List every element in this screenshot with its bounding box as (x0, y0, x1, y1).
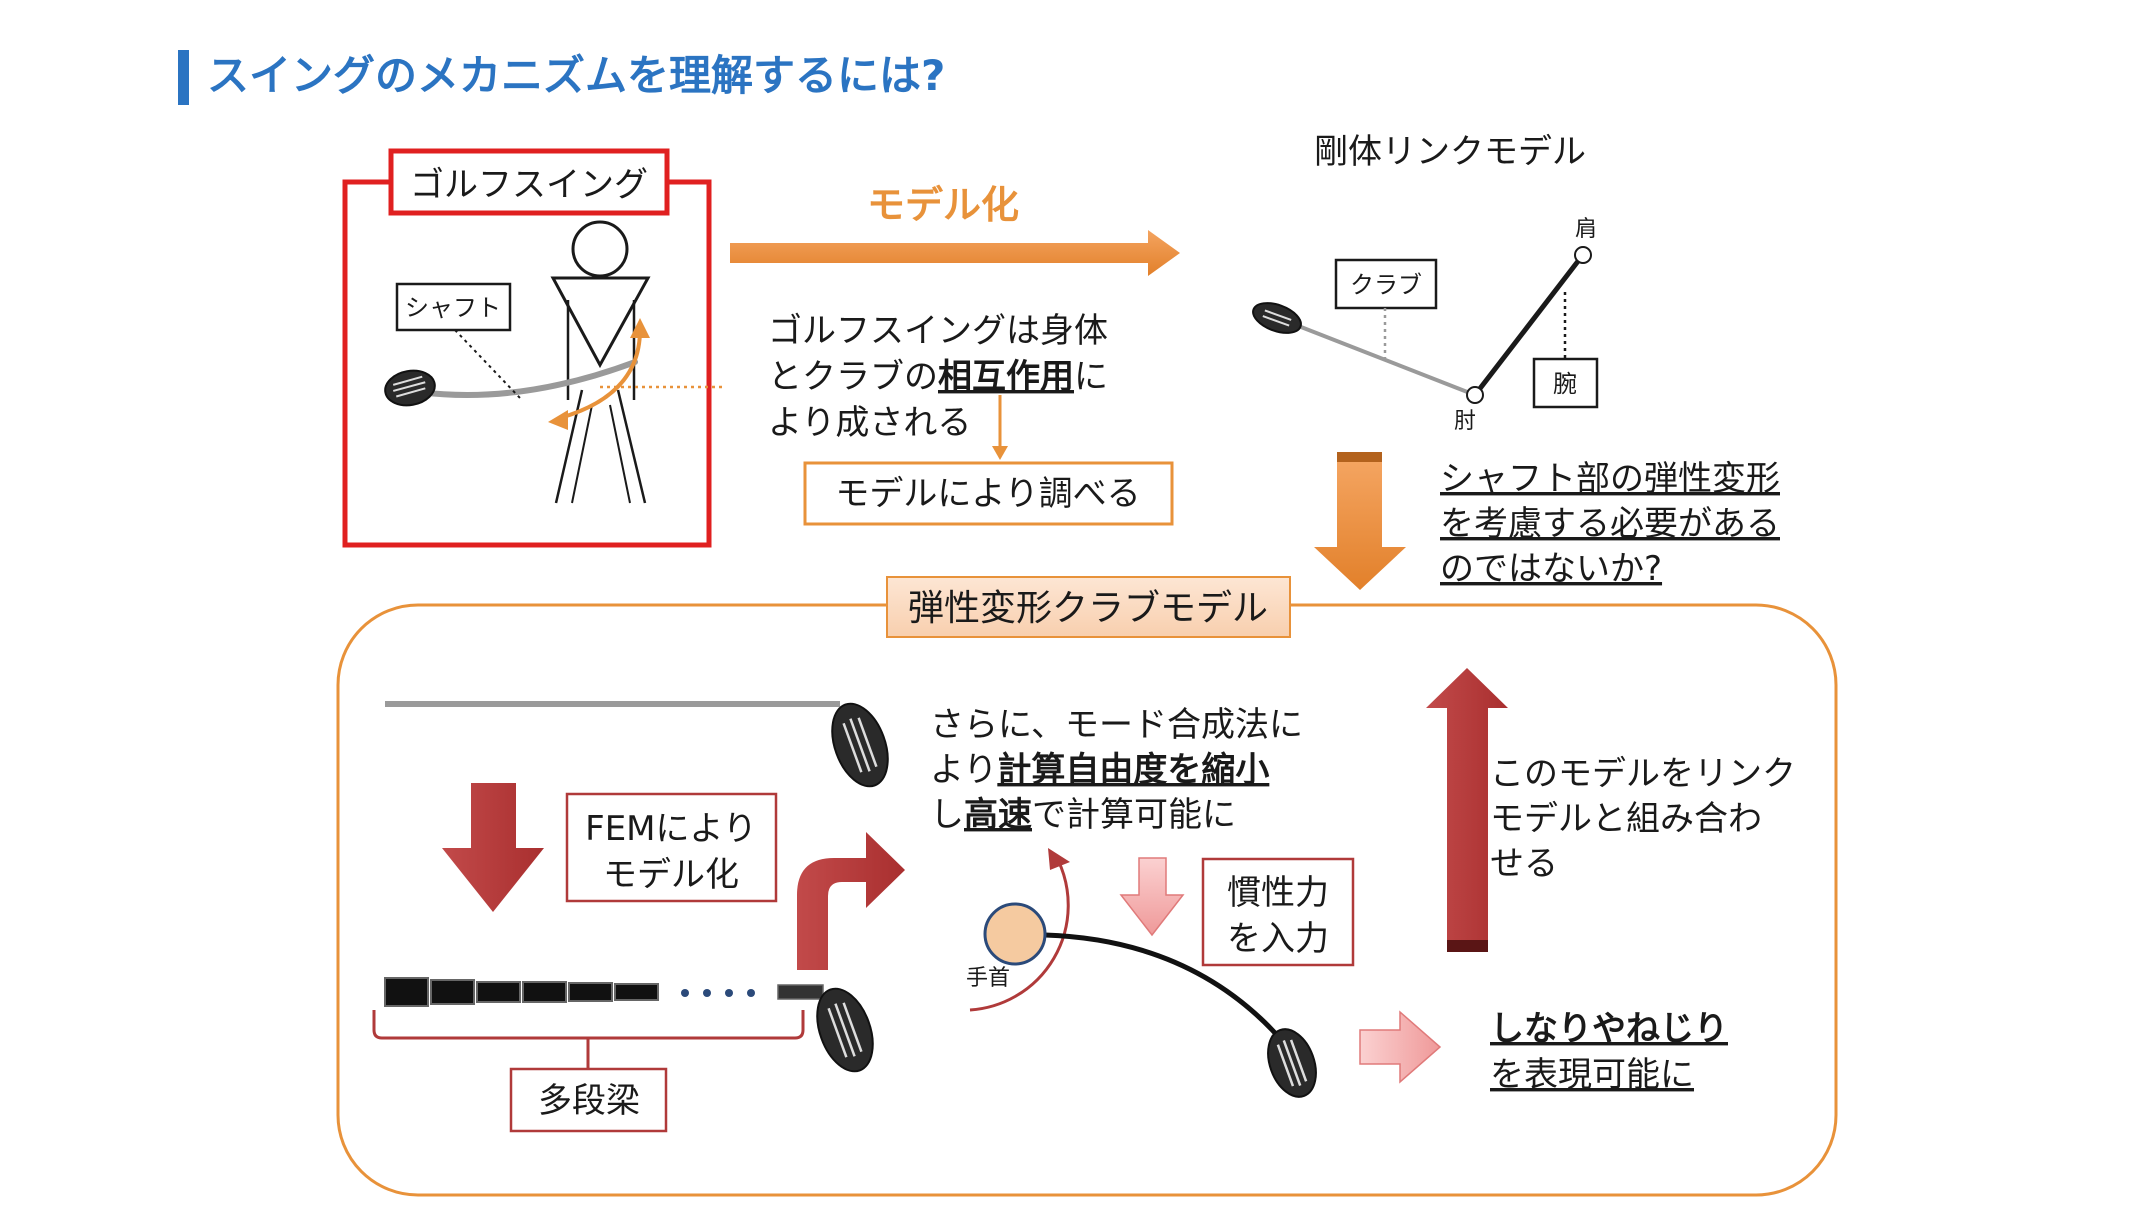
svg-text:し高速で計算可能に: し高速で計算可能に (930, 795, 1236, 835)
golf-swing-label: ゴルフスイング (410, 165, 648, 205)
golf-swing-label-box (388, 148, 670, 216)
svg-text:しなりやねじり: しなりやねじり (1490, 1009, 1728, 1049)
elastic-model-title: 弾性変形クラブモデル (908, 588, 1268, 629)
golfer-head (571, 220, 629, 278)
elbow-label: 肘 (1454, 409, 1476, 434)
inertia-box (1201, 857, 1355, 967)
swing-club-head (1267, 1028, 1317, 1098)
wrist-label: 手首 (966, 966, 1010, 991)
rigid-club-label: クラブ (1350, 271, 1422, 299)
mode-synthesis-text: さらに、モード合成法に より計算自由度を縮小 し高速で計算可能に (930, 705, 1303, 835)
golf-club-head (384, 369, 436, 407)
elastic-club-head-bottom (816, 987, 874, 1073)
wrist-joint (983, 902, 1047, 966)
fem-box (565, 792, 778, 903)
shoulder-joint (1574, 246, 1592, 264)
rigid-arm-box (1532, 357, 1599, 409)
svg-text:より計算自由度を縮小: より計算自由度を縮小 (930, 750, 1269, 790)
rigid-club-box (1334, 258, 1438, 310)
svg-text:を考慮する必要がある: を考慮する必要がある (1440, 504, 1780, 544)
golfer-torso (550, 276, 651, 369)
elastic-club-head-top (831, 702, 889, 788)
elastic-model-tag (886, 576, 1291, 638)
rigid-club-link (1277, 316, 1476, 397)
shaft-label-box (395, 282, 512, 332)
interaction-text: ゴルフスイングは身体 とクラブの相互作用に より成される (768, 311, 1108, 443)
inertia-line1: 慣性力 (1227, 873, 1329, 913)
title-accent-bar (178, 50, 189, 105)
rigid-arm-link (1473, 254, 1584, 397)
multi-beam-box (509, 1067, 668, 1133)
shoulder-label: 肩 (1575, 217, 1597, 242)
svg-text:モデルと組み合わ: モデルと組み合わ (1490, 799, 1762, 839)
interaction-arrow-head-bottom (548, 410, 568, 430)
rigid-to-elastic-arrow (1314, 452, 1406, 590)
rigid-club-head (1252, 302, 1302, 334)
wrist-rotation-arrow (969, 859, 1070, 1012)
golfer-leg-inner-right (609, 404, 631, 504)
bent-red-arrow (797, 832, 905, 970)
interaction-arrow-head-top (630, 318, 650, 338)
shaft-question-text: シャフト部の弾性変形 を考慮する必要がある のではないか? (1440, 459, 1780, 589)
golfer-leg-inner-left (571, 404, 593, 504)
golf-swing-panel: ゴルフスイング シャフト (342, 148, 725, 548)
interaction-curved-arrow (559, 329, 642, 420)
inertia-down-arrow (1119, 857, 1185, 937)
combine-up-arrow (1426, 668, 1508, 952)
page-title: スイングのメカニズムを理解するには? (207, 51, 945, 100)
bending-text: しなりやねじり を表現可能に (1490, 1009, 1728, 1095)
svg-text:さらに、モード合成法に: さらに、モード合成法に (930, 705, 1303, 745)
shaft-label: シャフト (405, 294, 501, 322)
inertia-line2: を入力 (1227, 919, 1329, 959)
interaction-down-arrow-head (992, 446, 1008, 460)
fem-label-line1: FEMにより (585, 809, 757, 849)
rigid-model-title: 剛体リンクモデル (1314, 132, 1586, 172)
wrist-rotation-arrow-head (1048, 848, 1070, 870)
modeling-label: モデル化 (867, 183, 1019, 227)
multi-beam-bracket (372, 1010, 805, 1040)
rigid-link-model: 剛体リンクモデル 肩 肘 クラブ 腕 (1252, 132, 1599, 434)
golfer-leg-left (554, 389, 584, 504)
elbow-joint (1466, 386, 1484, 404)
bending-right-arrow (1359, 1010, 1442, 1084)
svg-text:シャフト部の弾性変形: シャフト部の弾性変形 (1440, 459, 1780, 499)
fem-down-arrow (442, 783, 544, 912)
investigate-label: モデルにより調べる (835, 474, 1140, 514)
shaft-callout-line (454, 329, 521, 399)
multi-beam-label: 多段梁 (538, 1081, 640, 1121)
golfer-leg-right (616, 389, 647, 504)
investigate-box (803, 461, 1174, 526)
svg-text:を表現可能に: を表現可能に (1490, 1055, 1694, 1095)
fem-label-line2: モデル化 (603, 855, 739, 895)
multi-beam-segments (384, 977, 824, 1007)
combine-text: このモデルをリンク モデルと組み合わ せる (1490, 754, 1796, 884)
golf-shaft-line (417, 359, 638, 398)
svg-text:より成される: より成される (768, 403, 971, 443)
svg-text:せる: せる (1490, 844, 1558, 884)
svg-text:とクラブの相互作用に: とクラブの相互作用に (768, 357, 1108, 397)
svg-text:のではないか?: のではないか? (1440, 549, 1662, 589)
rigid-arm-label: 腕 (1553, 370, 1577, 398)
svg-text:ゴルフスイングは身体: ゴルフスイングは身体 (768, 311, 1108, 351)
modeling-arrow (730, 230, 1180, 276)
flexible-shaft (1044, 932, 1292, 1052)
svg-text:このモデルをリンク: このモデルをリンク (1490, 754, 1796, 794)
